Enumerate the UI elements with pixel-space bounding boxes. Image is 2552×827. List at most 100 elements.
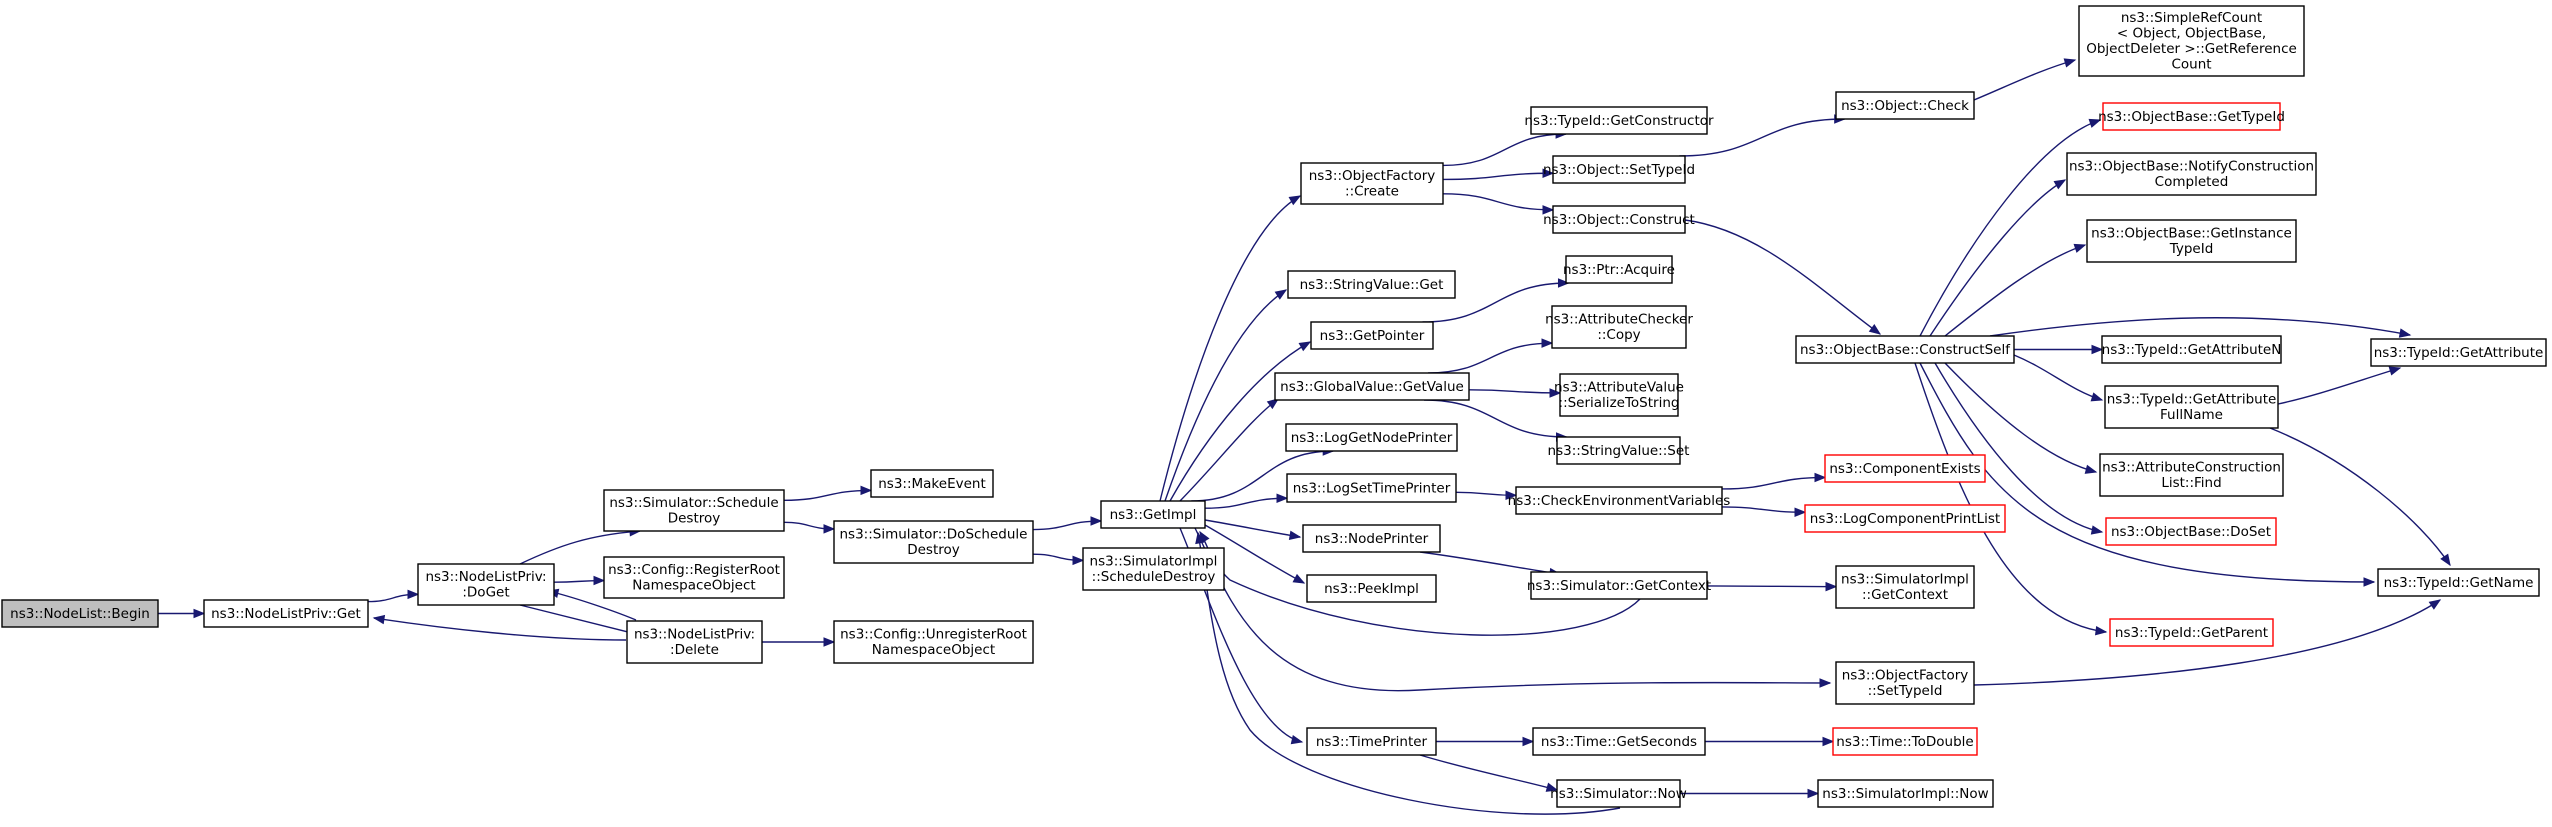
node-srcget[interactable]: ns3::SimpleRefCount< Object, ObjectBase,… xyxy=(2078,5,2305,77)
node-simimplnow[interactable]: ns3::SimulatorImpl::Now xyxy=(1817,779,1994,808)
node-box xyxy=(1835,91,1975,120)
node-timegets[interactable]: ns3::Time::GetSeconds xyxy=(1532,727,1706,756)
node-obgettid[interactable]: ns3::ObjectBase::GetTypeId xyxy=(2098,102,2285,131)
node-simnow[interactable]: ns3::Simulator::Now xyxy=(1550,779,1687,808)
node-nlpget[interactable]: ns3::NodeListPriv::Get xyxy=(203,599,369,628)
node-ptracq[interactable]: ns3::Ptr::Acquire xyxy=(1563,255,1675,284)
node-ofcreate[interactable]: ns3::ObjectFactory::Create xyxy=(1300,162,1444,205)
node-logstp[interactable]: ns3::LogSetTimePrinter xyxy=(1286,473,1457,503)
node-box xyxy=(1100,500,1206,529)
edge-arrowhead xyxy=(2063,58,2077,68)
node-label: ns3::LogComponentPrintList xyxy=(1810,511,2000,527)
node-label: ns3::SimulatorImpl xyxy=(1841,572,1969,588)
node-simimplSD[interactable]: ns3::SimulatorImpl::ScheduleDestroy xyxy=(1082,547,1225,591)
edge-line xyxy=(1422,282,1569,323)
node-accopy[interactable]: ns3::AttributeChecker::Copy xyxy=(1545,305,1693,349)
edge-line xyxy=(2269,427,2451,566)
node-box xyxy=(1302,524,1441,553)
edge-line xyxy=(1191,450,1334,502)
edge-line xyxy=(1914,362,2107,633)
node-obconstructself[interactable]: ns3::ObjectBase::ConstructSelf xyxy=(1795,335,2015,364)
node-nlpdelete[interactable]: ns3::NodeListPriv::Delete xyxy=(626,620,763,664)
node-schedD[interactable]: ns3::Simulator::ScheduleDestroy xyxy=(603,489,785,532)
edge-arrowhead xyxy=(1298,341,1312,352)
node-simimplgc[interactable]: ns3::SimulatorImpl::GetContext xyxy=(1835,565,1975,609)
edge-line xyxy=(1721,476,1826,490)
node-label: Destroy xyxy=(668,511,721,527)
node-timepr[interactable]: ns3::TimePrinter xyxy=(1306,727,1437,756)
edge-obconstructself-to-tidgetattr xyxy=(1989,317,2412,338)
edge-line xyxy=(1159,195,1301,502)
node-strget[interactable]: ns3::StringValue::Get xyxy=(1287,270,1456,299)
edge-arrowhead xyxy=(1195,531,1205,545)
node-label: ::SetTypeId xyxy=(1868,683,1943,699)
node-label: ns3::Object::SetTypeId xyxy=(1543,162,1695,178)
node-tidgetparent[interactable]: ns3::TypeId::GetParent xyxy=(2109,618,2274,647)
node-label: ns3::ObjectFactory xyxy=(1842,668,1969,684)
node-avser[interactable]: ns3::AttributeValue::SerializeToString xyxy=(1554,373,1684,417)
node-obdoset[interactable]: ns3::ObjectBase::DoSet xyxy=(2105,517,2277,546)
node-obnotify[interactable]: ns3::ObjectBase::NotifyConstructionCompl… xyxy=(2066,152,2317,196)
edge-tidgetattrfn-to-tidgetname xyxy=(2269,427,2451,567)
node-compexists[interactable]: ns3::ComponentExists xyxy=(1824,454,1986,483)
node-label: < Object, ObjectBase, xyxy=(2117,26,2266,42)
edge-line xyxy=(1944,244,2086,337)
node-timetod[interactable]: ns3::Time::ToDouble xyxy=(1832,727,1978,756)
node-tidgetattrn[interactable]: ns3::TypeId::GetAttributeN xyxy=(2101,335,2282,364)
node-label: ns3::MakeEvent xyxy=(878,476,986,492)
edge-tidgetattrfn-to-tidgetattr xyxy=(2277,366,2402,405)
node-objcheck[interactable]: ns3::Object::Check xyxy=(1835,91,1975,120)
edge-arrowhead xyxy=(1090,516,1103,526)
edge-timepr-to-timegets xyxy=(1436,736,1535,747)
edge-line xyxy=(1919,119,2101,337)
node-label: ns3::ObjectBase::GetInstance xyxy=(2091,226,2292,242)
node-label: ns3::AttributeConstruction xyxy=(2102,460,2281,476)
node-label: ns3::TypeId::GetAttributeN xyxy=(2102,342,2282,358)
edge-objcheck-to-srcget xyxy=(1973,58,2077,101)
node-gvget[interactable]: ns3::GlobalValue::GetValue xyxy=(1274,372,1470,401)
node-objsettid[interactable]: ns3::Object::SetTypeId xyxy=(1543,155,1695,184)
node-getimpl[interactable]: ns3::GetImpl xyxy=(1100,500,1206,529)
node-doget[interactable]: ns3::NodeListPriv::DoGet xyxy=(417,563,555,606)
node-peekimpl[interactable]: ns3::PeekImpl xyxy=(1306,574,1437,603)
edge-checkenv-to-logcpl xyxy=(1721,506,1807,517)
edge-line xyxy=(783,489,872,501)
node-box xyxy=(1556,779,1681,808)
edge-line xyxy=(1919,362,2375,583)
node-simgetctx[interactable]: ns3::Simulator::GetContext xyxy=(1527,571,1711,600)
node-checkenv[interactable]: ns3::CheckEnvironmentVariables xyxy=(1508,486,1731,515)
node-label: ns3::ObjectBase::GetTypeId xyxy=(2098,109,2285,125)
node-label: ns3::ObjectBase::DoSet xyxy=(2111,524,2271,540)
edge-arrowhead xyxy=(1292,573,1306,584)
edge-doschedD-to-simimplSD xyxy=(1032,553,1085,566)
node-makeevent[interactable]: ns3::MakeEvent xyxy=(870,469,994,498)
node-box xyxy=(1530,106,1708,135)
edge-obconstructself-to-obnotify xyxy=(1929,179,2067,337)
node-ofsettid[interactable]: ns3::ObjectFactory::SetTypeId xyxy=(1835,661,1975,705)
edge-getimpl-to-ofsettid xyxy=(1194,527,1832,692)
node-tidctor[interactable]: ns3::TypeId::GetConstructor xyxy=(1524,106,1714,135)
edge-arrowhead xyxy=(2388,366,2402,376)
node-box xyxy=(1310,321,1434,350)
node-tidgetattr[interactable]: ns3::TypeId::GetAttribute xyxy=(2370,338,2547,367)
node-begin[interactable]: ns3::NodeList::Begin xyxy=(1,599,159,628)
node-strset[interactable]: ns3::StringValue::Set xyxy=(1548,436,1690,465)
node-nodepr[interactable]: ns3::NodePrinter xyxy=(1302,524,1441,553)
node-label: ns3::ComponentExists xyxy=(1829,461,1980,477)
node-box xyxy=(1804,504,2006,533)
edge-obconstructself-to-obdoset xyxy=(1934,362,2104,535)
edge-line xyxy=(1204,497,1288,509)
node-unregroot[interactable]: ns3::Config::UnregisterRootNamespaceObje… xyxy=(833,620,1034,664)
node-objconstr[interactable]: ns3::Object::Construct xyxy=(1543,205,1695,234)
node-box xyxy=(2105,517,2277,546)
node-box xyxy=(1835,661,1975,705)
node-getptr[interactable]: ns3::GetPointer xyxy=(1310,321,1434,350)
node-tidgetname[interactable]: ns3::TypeId::GetName xyxy=(2377,568,2540,597)
node-logcpl[interactable]: ns3::LogComponentPrintList xyxy=(1804,504,2006,533)
node-lognp[interactable]: ns3::LogGetNodePrinter xyxy=(1285,423,1458,452)
